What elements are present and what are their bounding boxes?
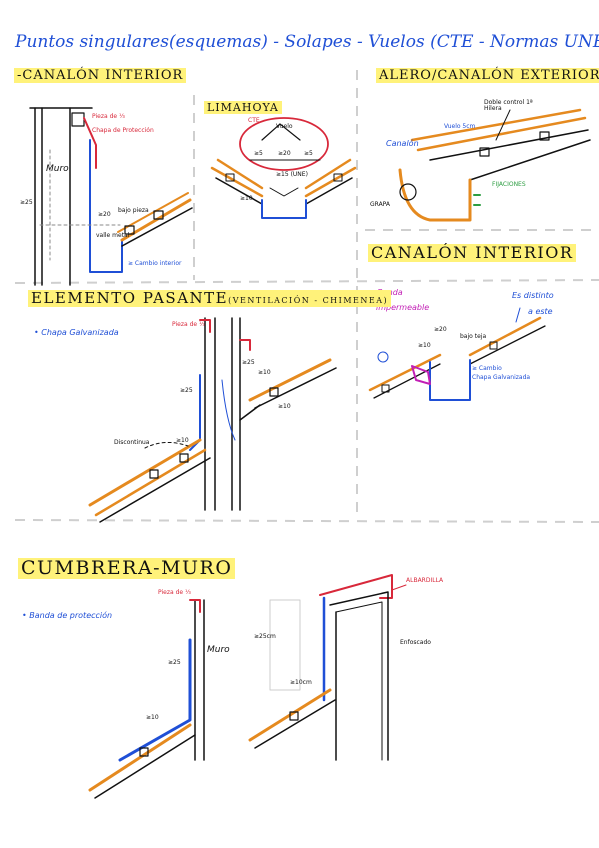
alero-grapa-label: GRAPA xyxy=(370,201,391,208)
elemento-discontinua-label: Discontinua xyxy=(114,439,150,446)
canalon-interior-drawing xyxy=(368,307,546,401)
elemento-dim-25b: ≥25 xyxy=(242,359,255,366)
alero-drawing xyxy=(398,108,591,222)
canalon-distinto-label-2: a este xyxy=(528,307,553,316)
limahoya-dim-3: ≥5 xyxy=(304,150,313,157)
cumbrera-dim-25cm: ≥25cm xyxy=(254,633,276,640)
cumbrera-dim-10: ≥10 xyxy=(146,714,159,721)
canalon-top-chapa-label: Chapa de Protección xyxy=(92,127,154,134)
page-title: Puntos singulares(esquemas) - Solapes - … xyxy=(15,32,599,52)
canalon-distinto-label-1: Es distinto xyxy=(512,291,554,300)
cumbrera-pieza-label: Pieza de ⅓ xyxy=(158,589,191,596)
limahoya-dim-4: ≥10 xyxy=(240,195,253,202)
elemento-pieza-label: Pieza de ⅓ xyxy=(172,321,205,328)
limahoya-dim-1: ≥5 xyxy=(254,150,263,157)
limahoya-cte-label: CTE xyxy=(248,117,260,124)
elemento-pasante-drawing xyxy=(88,317,337,523)
cumbrera-drawing xyxy=(88,574,407,799)
limahoya-une-label: ≥15 (UNE) xyxy=(276,171,308,178)
canalon-dim-10: ≥10 xyxy=(418,342,431,349)
canalon-banda-label-2: impermeable xyxy=(376,303,430,312)
elemento-chapa-label: • Chapa Galvanizada xyxy=(34,328,119,337)
elemento-pasante-title: ELEMENTO PASANTE xyxy=(31,289,229,307)
section-dividers xyxy=(14,70,599,523)
canalon-interior-heading: CANALÓN INTERIOR xyxy=(368,244,577,262)
canalon-cambio-label-1: ≥ Cambio xyxy=(472,365,502,372)
elemento-dim-25: ≥25 xyxy=(180,387,193,394)
limahoya-vuelo-label: Vuelo xyxy=(276,123,293,130)
canalon-top-baja-label: bajo pieza xyxy=(118,207,149,214)
canalon-cambio-label-2: Chapa Galvanizada xyxy=(472,374,531,381)
elemento-pasante-heading: ELEMENTO PASANTE(VENTILACIÓN - CHIMENEA) xyxy=(28,289,392,307)
canalon-top-dim-20: ≥20 xyxy=(98,211,111,218)
alero-heading: ALERO/CANALÓN EXTERIOR xyxy=(376,68,599,83)
cumbrera-dim-10cm: ≥10cm xyxy=(290,679,312,686)
elemento-pasante-subtitle: (VENTILACIÓN - CHIMENEA) xyxy=(228,296,389,305)
cumbrera-dim-25: ≥25 xyxy=(168,659,181,666)
cumbrera-muro-label: Muro xyxy=(207,645,230,655)
elemento-dim-10a: ≥10 xyxy=(176,437,189,444)
canalon-baja-label: bajo teja xyxy=(460,333,487,340)
cumbrera-enfoscado-label: Enfoscado xyxy=(400,639,431,646)
alero-canalon-label: Canalón xyxy=(386,139,419,148)
cumbrera-banda-label: • Banda de protección xyxy=(22,611,113,620)
limahoya-drawing xyxy=(210,117,357,219)
alero-doble-label: Doble control 1ª Hilera xyxy=(484,99,533,112)
canalon-dim-20: ≥20 xyxy=(434,326,447,333)
elemento-dim-10b: ≥10 xyxy=(258,369,271,376)
canalon-top-pieza-label: Pieza de ⅓ xyxy=(92,113,125,120)
canalon-interior-top-heading: -CANALÓN INTERIOR xyxy=(14,68,187,83)
limahoya-dim-2: ≥20 xyxy=(278,150,291,157)
elemento-dim-10c: ≥10 xyxy=(278,403,291,410)
cumbrera-albardilla-label: ALBARDILLA xyxy=(406,577,444,584)
cumbrera-heading: CUMBRERA-MURO xyxy=(18,558,236,579)
canalon-interior-top-drawing xyxy=(29,107,193,286)
canalon-top-valle-label: valle metal xyxy=(96,232,130,239)
canalon-top-muro-label: Muro xyxy=(46,164,69,174)
alero-vuelo-label: Vuelo 5cm xyxy=(444,123,476,130)
limahoya-heading: LIMAHOYA xyxy=(204,101,282,114)
alero-fijaciones-label: FIJACIONES xyxy=(492,181,526,188)
canalon-top-dim-vertical: ≥25 xyxy=(20,199,33,206)
canalon-top-cambio-label: ≥ Cambio interior xyxy=(128,260,182,267)
